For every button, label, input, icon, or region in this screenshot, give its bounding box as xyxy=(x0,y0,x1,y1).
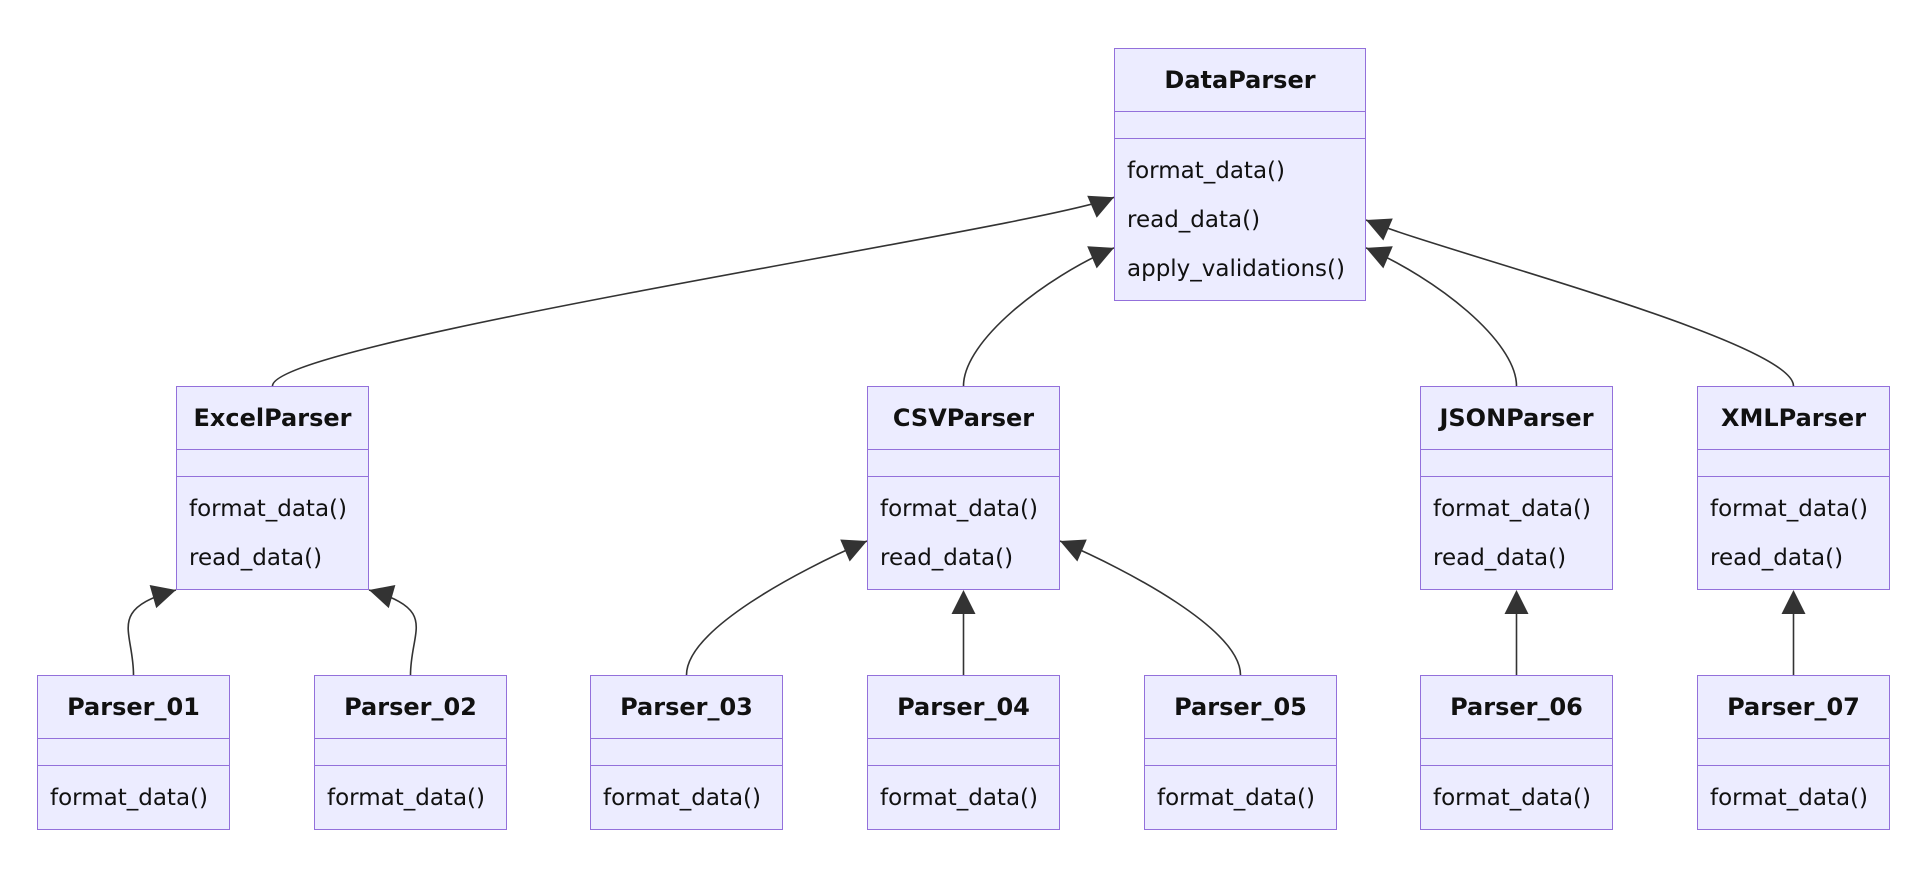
method-item: read_data() xyxy=(880,545,1014,571)
inheritance-arrowhead xyxy=(1060,539,1087,562)
class-name: Parser_03 xyxy=(591,676,782,739)
class-name: Parser_06 xyxy=(1421,676,1612,739)
class-box-csvparser: CSVParser format_data() read_data() xyxy=(867,386,1060,590)
class-box-parser-07: Parser_07 format_data() xyxy=(1697,675,1890,830)
method-item: format_data() xyxy=(603,785,761,811)
class-box-parser-05: Parser_05 format_data() xyxy=(1144,675,1337,830)
class-methods-section: format_data() read_data() apply_validation… xyxy=(1115,139,1365,304)
class-methods-section: format_data() xyxy=(591,766,782,833)
edge-parser-03-to-csvparser xyxy=(685,540,868,676)
class-methods-section: format_data() xyxy=(38,766,229,833)
class-name: Parser_01 xyxy=(38,676,229,739)
class-attributes-section xyxy=(1421,450,1612,477)
inheritance-arrowhead xyxy=(840,539,867,562)
method-item: read_data() xyxy=(189,545,323,571)
class-methods-section: format_data() xyxy=(868,766,1059,833)
inheritance-arrowhead xyxy=(1366,218,1393,241)
class-name: ExcelParser xyxy=(177,387,368,450)
class-name: Parser_04 xyxy=(868,676,1059,739)
class-box-excelparser: ExcelParser format_data() read_data() xyxy=(176,386,369,590)
edge-parser-01-to-excelparser xyxy=(127,589,177,676)
class-methods-section: format_data() xyxy=(315,766,506,833)
edge-parser-02-to-excelparser xyxy=(368,589,418,676)
class-name: DataParser xyxy=(1115,49,1365,112)
method-item: format_data() xyxy=(1710,785,1868,811)
method-item: format_data() xyxy=(880,496,1038,522)
class-methods-section: format_data() read_data() xyxy=(177,477,368,593)
class-methods-section: format_data() read_data() xyxy=(1421,477,1612,593)
class-box-parser-03: Parser_03 format_data() xyxy=(590,675,783,830)
method-item: read_data() xyxy=(1710,545,1844,571)
class-box-parser-02: Parser_02 format_data() xyxy=(314,675,507,830)
class-name: Parser_05 xyxy=(1145,676,1336,739)
class-name: JSONParser xyxy=(1421,387,1612,450)
class-attributes-section xyxy=(315,739,506,766)
class-box-dataparser: DataParser format_data() read_data() apply_… xyxy=(1114,48,1366,301)
class-methods-section: format_data() xyxy=(1698,766,1889,833)
class-box-parser-04: Parser_04 format_data() xyxy=(867,675,1060,830)
method-item: apply_validations() xyxy=(1127,256,1345,282)
method-item: format_data() xyxy=(189,496,347,522)
method-item: format_data() xyxy=(1127,158,1285,184)
class-box-parser-01: Parser_01 format_data() xyxy=(37,675,230,830)
class-attributes-section xyxy=(1698,739,1889,766)
class-attributes-section xyxy=(868,450,1059,477)
class-attributes-section xyxy=(868,739,1059,766)
class-attributes-section xyxy=(1421,739,1612,766)
edge-parser-05-to-csvparser xyxy=(1059,540,1242,676)
inheritance-arrowhead xyxy=(369,585,396,609)
class-attributes-section xyxy=(1115,112,1365,139)
class-box-xmlparser: XMLParser format_data() read_data() xyxy=(1697,386,1890,590)
class-methods-section: format_data() read_data() xyxy=(1698,477,1889,593)
method-item: format_data() xyxy=(327,785,485,811)
edge-csvparser-to-dataparser xyxy=(962,247,1115,387)
method-item: format_data() xyxy=(1433,785,1591,811)
method-item: format_data() xyxy=(1157,785,1315,811)
inheritance-arrowhead xyxy=(149,585,176,609)
class-name: CSVParser xyxy=(868,387,1059,450)
class-methods-section: format_data() xyxy=(1421,766,1612,833)
edge-jsonparser-to-dataparser xyxy=(1365,247,1518,387)
method-item: format_data() xyxy=(50,785,208,811)
class-attributes-section xyxy=(177,450,368,477)
inheritance-arrowhead xyxy=(1087,246,1114,269)
edge-xmlparser-to-dataparser xyxy=(1365,219,1795,387)
class-name: XMLParser xyxy=(1698,387,1889,450)
class-name: Parser_02 xyxy=(315,676,506,739)
inheritance-arrowhead xyxy=(951,590,976,614)
class-box-jsonparser: JSONParser format_data() read_data() xyxy=(1420,386,1613,590)
inheritance-arrowhead xyxy=(1781,590,1806,614)
method-item: format_data() xyxy=(1433,496,1591,522)
method-item: read_data() xyxy=(1127,207,1261,233)
method-item: read_data() xyxy=(1433,545,1567,571)
inheritance-arrowhead xyxy=(1504,590,1529,614)
class-box-parser-06: Parser_06 format_data() xyxy=(1420,675,1613,830)
class-methods-section: format_data() xyxy=(1145,766,1336,833)
edge-excelparser-to-dataparser xyxy=(271,196,1115,387)
class-attributes-section xyxy=(1698,450,1889,477)
method-item: format_data() xyxy=(1710,496,1868,522)
method-item: format_data() xyxy=(880,785,1038,811)
inheritance-arrowhead xyxy=(1366,246,1393,269)
class-attributes-section xyxy=(1145,739,1336,766)
class-attributes-section xyxy=(38,739,229,766)
class-name: Parser_07 xyxy=(1698,676,1889,739)
inheritance-arrowhead xyxy=(1087,195,1114,218)
class-methods-section: format_data() read_data() xyxy=(868,477,1059,593)
class-attributes-section xyxy=(591,739,782,766)
